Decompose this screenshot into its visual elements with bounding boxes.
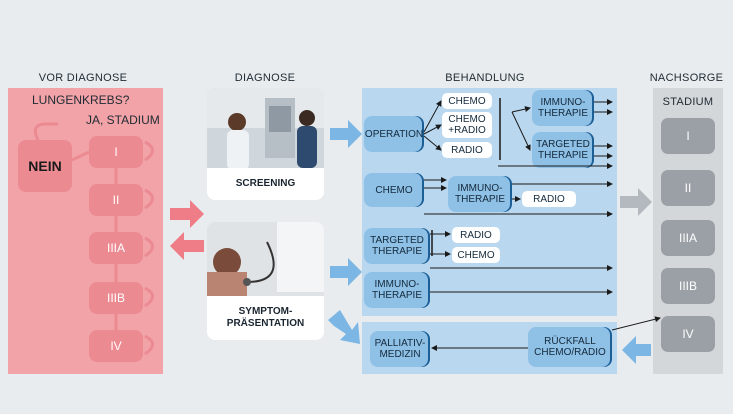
targeted-box: TARGETED THERAPIE bbox=[364, 228, 430, 264]
rueckfall-line1: RÜCKFALL bbox=[544, 336, 596, 347]
immuno-chemo-line2: THERAPIE bbox=[454, 194, 505, 205]
nachsorge-stage-ii: II bbox=[661, 170, 715, 206]
bracket-lines bbox=[431, 98, 501, 256]
nachsorge-stage-iv: IV bbox=[661, 316, 715, 352]
thin-arrows bbox=[423, 99, 661, 351]
nachsorge-stage-iiib: IIIB bbox=[661, 268, 715, 304]
question-label: LUNGENKREBS? bbox=[32, 93, 130, 107]
immuno-box: IMMUNO- THERAPIE bbox=[364, 272, 430, 308]
header-diagnose: DIAGNOSE bbox=[234, 72, 296, 84]
operation-box: OPERATION bbox=[364, 116, 424, 152]
header-behandlung: BEHANDLUNG bbox=[445, 72, 525, 84]
chemo-radio-line2: +RADIO bbox=[448, 125, 486, 136]
vor-flow-arrows bbox=[33, 122, 154, 356]
immuno-chemo-line1: IMMUNO- bbox=[457, 183, 503, 194]
immuno-box-op: IMMUNO- THERAPIE bbox=[532, 90, 594, 126]
immuno-op-line1: IMMUNO- bbox=[540, 97, 586, 108]
ja-stadium-label: JA, STADIUM bbox=[86, 113, 160, 127]
palliativ-line2: MEDIZIN bbox=[379, 349, 421, 360]
chemo-option-targeted: CHEMO bbox=[452, 247, 500, 263]
vor-stage-ii: II bbox=[89, 184, 143, 216]
targeted-op-line1: TARGETED bbox=[536, 139, 590, 150]
vor-stage-iv: IV bbox=[89, 330, 143, 362]
chemo-option: CHEMO bbox=[442, 93, 492, 109]
immuno-line2: THERAPIE bbox=[371, 290, 422, 301]
chemo-radio-option: CHEMO +RADIO bbox=[442, 112, 492, 138]
vor-stage-iiia: IIIA bbox=[89, 232, 143, 264]
screening-caption: SCREENING bbox=[207, 168, 324, 200]
blue-big-arrows bbox=[328, 120, 651, 364]
grey-big-arrow bbox=[620, 188, 652, 216]
nachsorge-stage-iiia: IIIA bbox=[661, 220, 715, 256]
immuno-op-line2: THERAPIE bbox=[537, 108, 588, 119]
targeted-line2: THERAPIE bbox=[371, 246, 422, 257]
rueckfall-line2: CHEMO/RADIO bbox=[534, 347, 606, 358]
symptom-caption-line1: SYMPTOM- bbox=[238, 306, 293, 317]
immuno-line1: IMMUNO- bbox=[374, 279, 420, 290]
chemo-box: CHEMO bbox=[364, 173, 424, 207]
stadium-label: STADIUM bbox=[662, 96, 714, 108]
pink-big-arrows bbox=[170, 200, 204, 260]
symptom-caption-line2: PRÄSENTATION bbox=[226, 318, 305, 329]
vor-stage-i: I bbox=[89, 136, 143, 168]
targeted-box-op: TARGETED THERAPIE bbox=[532, 132, 594, 168]
targeted-op-line2: THERAPIE bbox=[537, 150, 588, 161]
header-nachsorge: NACHSORGE bbox=[649, 72, 724, 84]
symptom-caption: SYMPTOM- PRÄSENTATION bbox=[207, 296, 324, 340]
radio-option-targeted: RADIO bbox=[452, 227, 500, 243]
immuno-box-chemo: IMMUNO- THERAPIE bbox=[448, 176, 512, 212]
palliativ-line1: PALLIATIV- bbox=[374, 338, 426, 349]
radio-option-chemo: RADIO bbox=[522, 191, 576, 207]
screening-card: SCREENING bbox=[207, 88, 324, 200]
chemo-radio-line1: CHEMO bbox=[448, 114, 486, 125]
nachsorge-stage-i: I bbox=[661, 118, 715, 154]
header-vor-diagnose: VOR DIAGNOSE bbox=[38, 72, 128, 84]
palliativ-box: PALLIATIV- MEDIZIN bbox=[370, 331, 430, 367]
vor-stage-iiib: IIIB bbox=[89, 282, 143, 314]
symptom-card: SYMPTOM- PRÄSENTATION bbox=[207, 222, 324, 340]
targeted-line1: TARGETED bbox=[370, 235, 424, 246]
radio-option-op: RADIO bbox=[442, 142, 492, 158]
vor-diagnose-panel bbox=[8, 88, 163, 374]
rueckfall-box: RÜCKFALL CHEMO/RADIO bbox=[528, 327, 612, 367]
nein-box: NEIN bbox=[18, 140, 72, 192]
